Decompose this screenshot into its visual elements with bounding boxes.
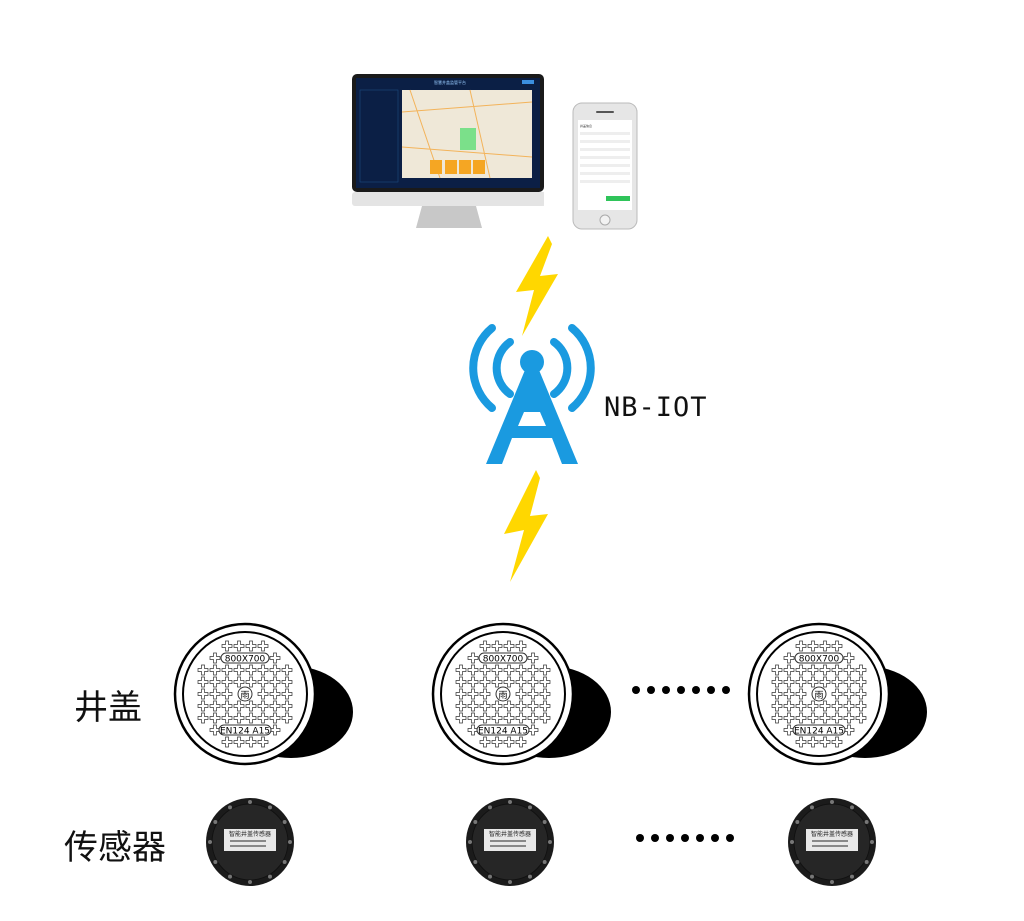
- manhole-sensor: 智能井盖传感器: [466, 798, 554, 886]
- cell-tower-icon: [469, 324, 595, 464]
- mobile-phone: [572, 102, 638, 230]
- cover-size-text: 800X700: [483, 655, 524, 665]
- network-label: NB-IOT: [604, 392, 708, 423]
- cover-standard-text: EN124 A15: [794, 727, 844, 737]
- phone-title: 井盖信息: [580, 124, 593, 128]
- more-sensors-ellipsis: [636, 834, 734, 842]
- more-covers-ellipsis: [632, 686, 730, 694]
- sensor-brand-text: 智能井盖传感器: [489, 830, 531, 838]
- manhole-sensor: 智能井盖传感器: [788, 798, 876, 886]
- manhole-cover: 800X700 EN124 A15 雨: [173, 622, 353, 766]
- manhole-sensor: 智能井盖传感器: [206, 798, 294, 886]
- desktop-monitor: [352, 74, 544, 228]
- monitor-title: 智慧井盖监管平台: [434, 80, 466, 85]
- cover-size-text: 800X700: [799, 655, 840, 665]
- sensor-row-label: 传感器: [64, 828, 166, 868]
- manhole-cover: 800X700 EN124 A15 雨: [431, 622, 611, 766]
- lightning-bolt-icon: [516, 236, 558, 336]
- cover-size-text: 800X700: [225, 655, 266, 665]
- cover-standard-text: EN124 A15: [220, 727, 270, 737]
- sensor-brand-text: 智能井盖传感器: [229, 830, 271, 838]
- cover-standard-text: EN124 A15: [478, 727, 528, 737]
- cover-center-char: 雨: [240, 690, 249, 701]
- manhole-cover: 800X700 EN124 A15 雨: [747, 622, 927, 766]
- sensor-brand-text: 智能井盖传感器: [811, 830, 853, 838]
- cover-center-char: 雨: [814, 690, 823, 701]
- cover-center-char: 雨: [498, 690, 507, 701]
- lightning-bolt-icon: [504, 470, 548, 582]
- cover-row-label: 井盖: [74, 688, 142, 728]
